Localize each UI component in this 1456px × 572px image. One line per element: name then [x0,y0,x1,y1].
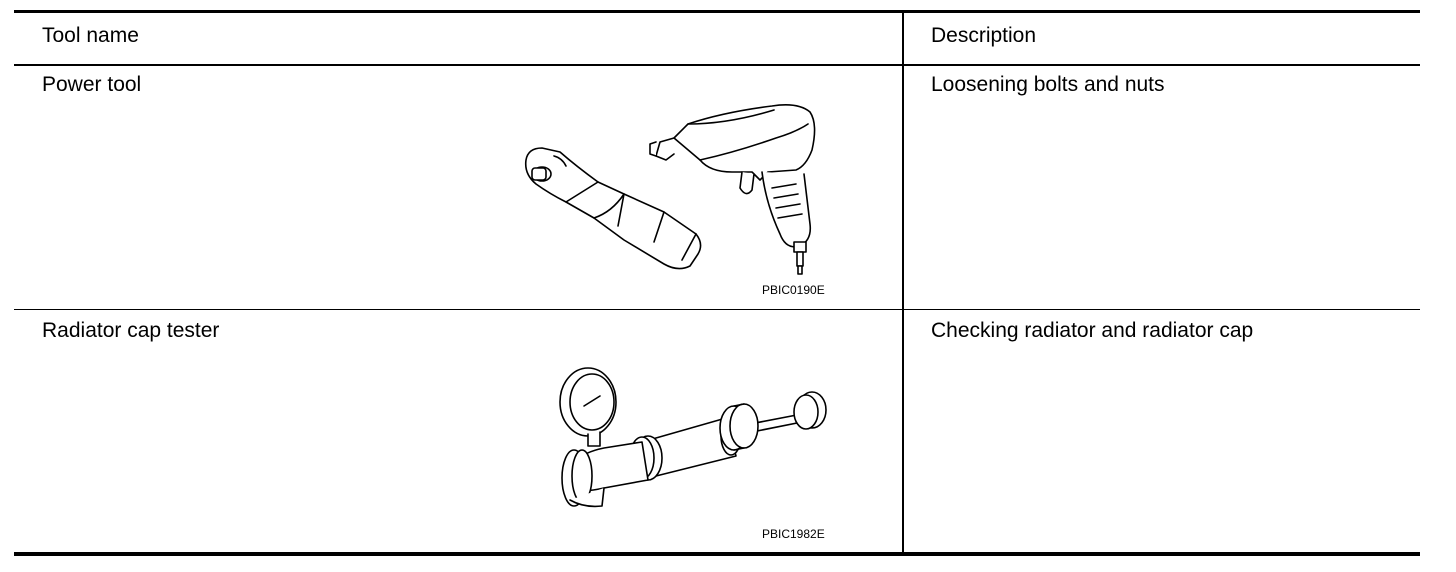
radiator-cap-tester-illustration [544,366,834,516]
tool-table: Tool name Description Power tool Looseni… [14,10,1420,556]
row-divider [14,309,1420,310]
header-bottom-rule [14,64,1420,66]
tool-name-cell: Power tool [42,73,142,96]
header-description: Description [931,24,1037,47]
figure-code: PBIC1982E [762,527,825,541]
table-top-rule [14,10,1420,13]
tool-name-cell: Radiator cap tester [42,319,220,342]
column-divider [902,10,904,556]
power-tool-illustration [514,94,834,284]
figure-code: PBIC0190E [762,283,825,297]
description-cell: Loosening bolts and nuts [931,73,1165,96]
air-ratchet-icon [526,148,701,269]
header-tool-name: Tool name [42,24,139,47]
table-bottom-rule [14,552,1420,556]
pressure-gauge-icon [560,368,616,446]
impact-wrench-icon [650,105,815,274]
description-cell: Checking radiator and radiator cap [931,319,1254,342]
